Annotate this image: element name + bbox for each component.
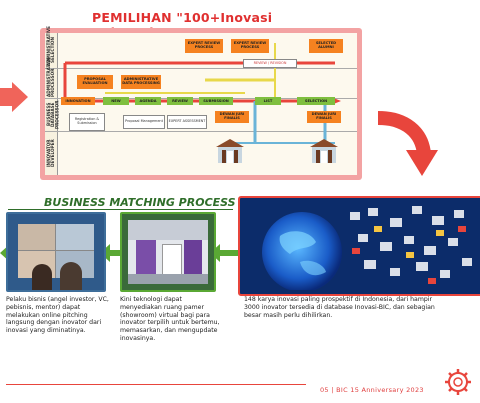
virtual-showroom-image: [120, 212, 216, 292]
video-conference-image: [6, 212, 106, 292]
admin-processing-box: ADMINISTRATIVE DATA PROCESSING: [121, 75, 161, 89]
footer-text: 05 | BIC 15 Anniversary 2023: [320, 386, 424, 394]
chevron-right-icon: [0, 82, 28, 112]
innovation-globe-image: [238, 196, 480, 296]
review-note: REVIEW / REVISION: [243, 59, 297, 68]
stage-box: NEW: [103, 97, 129, 105]
stage-box: LIST: [255, 97, 281, 105]
caption-innovation-database: 148 karya inovasi paling prospektif di I…: [244, 296, 435, 319]
expert-assessment-note: EXPERT ASSESSMENT: [167, 115, 207, 129]
building-icon: [310, 139, 338, 163]
caption-online-pitching: Pelaku bisnis (angel investor, VC, pebis…: [6, 296, 109, 334]
process-diagram: ADMINISTRATIVE SELECTION ADMINISTRATIVE …: [45, 26, 357, 175]
proposal-management-note: Proposal Management: [123, 115, 165, 129]
expert-review-box: EXPERT REVIEW PROCESS: [185, 39, 223, 53]
section-divider: [8, 209, 233, 210]
expert-review-box: EXPERT REVIEW PROCESS: [231, 39, 269, 53]
stage-box: AGENDA: [135, 97, 161, 105]
curved-arrow-down-icon: [377, 111, 438, 176]
dewan-juri-box: DEWAN JURI FINALIS: [307, 111, 341, 123]
stage-box: INNOVATION: [61, 97, 95, 105]
gear-icon: [445, 369, 471, 395]
green-arrow-left-icon: [210, 244, 240, 262]
dewan-juri-box: DEWAN JURI FINALIS: [215, 111, 249, 123]
stage-box: SELECTION: [297, 97, 335, 105]
stage-box: SUBMISSION: [199, 97, 233, 105]
footer-divider: [6, 384, 306, 385]
globe-icon: [262, 212, 342, 290]
building-icon: [216, 139, 244, 163]
caption-virtual-showroom: Kini teknologi dapat menyediakan ruang p…: [120, 296, 220, 342]
proposal-evaluation-box: PROPOSAL EVALUATION: [77, 75, 113, 89]
section-title: BUSINESS MATCHING PROCESS: [44, 196, 236, 209]
selected-alumni-box: SELECTED ALUMNI: [309, 39, 343, 53]
stage-box: REVIEW: [167, 97, 193, 105]
registration-note: Registration & Submission: [69, 113, 105, 131]
